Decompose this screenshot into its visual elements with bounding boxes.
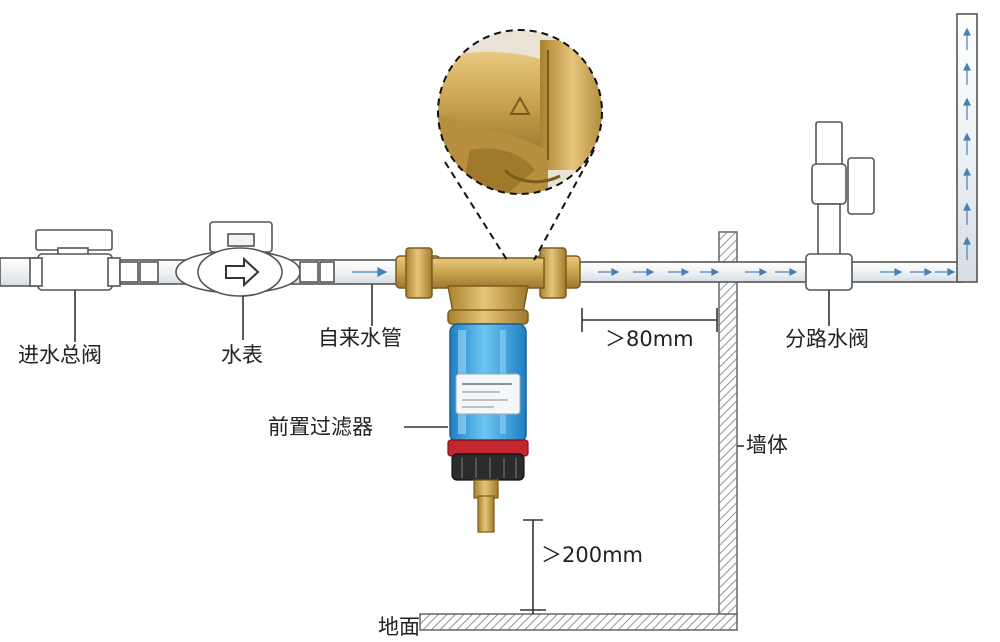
label-pre-filter: 前置过滤器 — [268, 415, 373, 439]
magnifier-circle — [437, 29, 603, 261]
leader-lines — [74, 284, 830, 447]
label-wall-distance: ＞80mm — [605, 327, 694, 351]
flow-arrow-icon — [225, 256, 260, 288]
wall-structure — [419, 231, 738, 631]
flow-direction-arrows — [352, 27, 971, 277]
main-inlet-valve — [29, 229, 121, 291]
label-tap-water-pipe: 自来水管 — [318, 326, 402, 350]
label-floor-distance: ＞200mm — [541, 543, 643, 567]
pre-filter — [395, 247, 581, 533]
floor-slab — [419, 613, 738, 631]
label-main-inlet-valve: 进水总阀 — [18, 343, 102, 367]
wall-vertical — [718, 231, 738, 621]
label-water-meter: 水表 — [221, 343, 263, 367]
dimension-wall-distance — [581, 308, 718, 332]
water-meter — [119, 221, 335, 297]
label-wall: 墙体 — [746, 433, 788, 457]
label-branch-valve: 分路水阀 — [785, 327, 869, 351]
label-floor: 地面 — [378, 615, 420, 639]
dimension-floor-distance — [520, 519, 546, 614]
